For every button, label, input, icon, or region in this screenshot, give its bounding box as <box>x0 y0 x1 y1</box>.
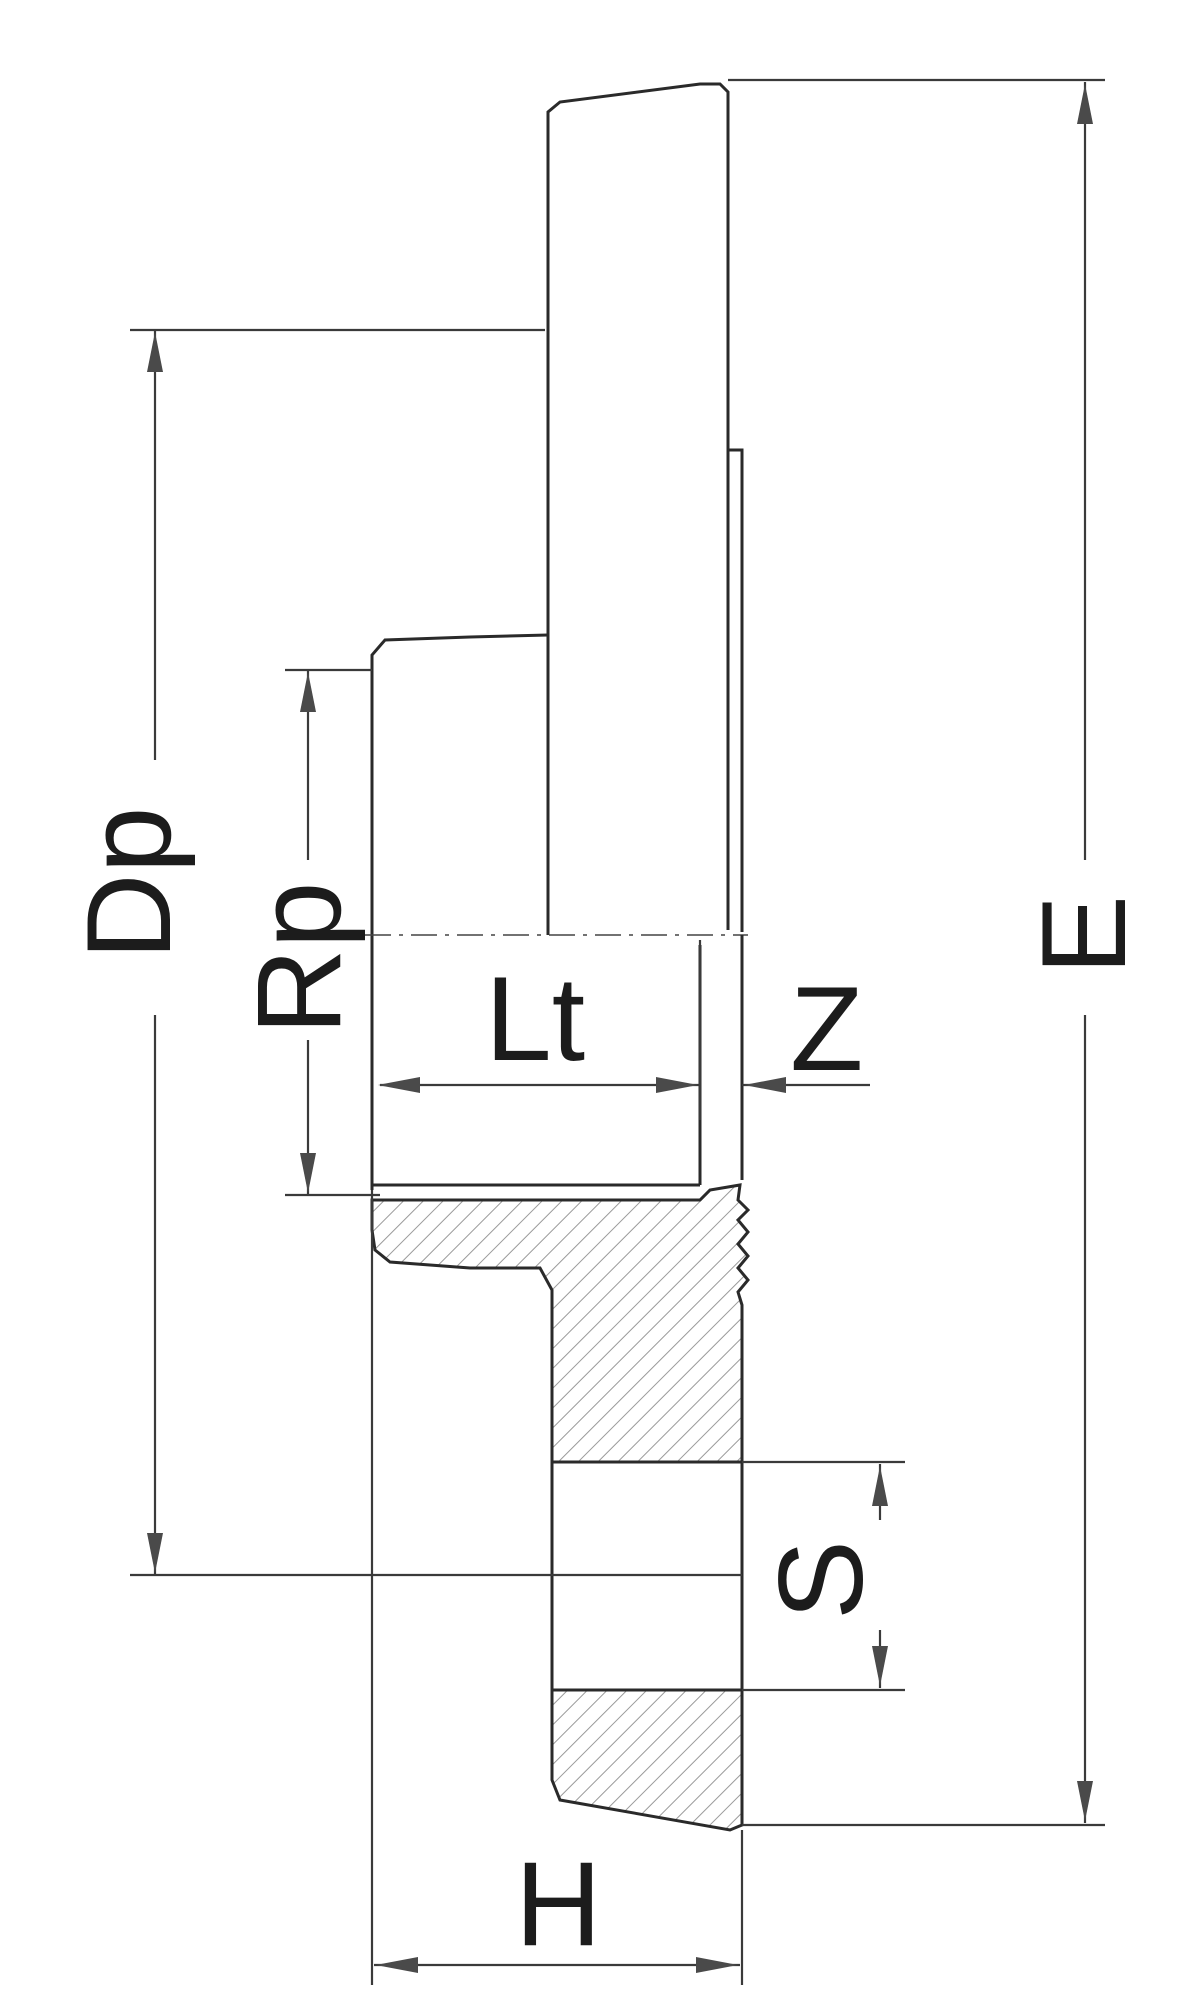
label-dp: Dp <box>62 807 196 960</box>
label-lt: Lt <box>485 952 585 1086</box>
dimension-rp <box>285 668 380 1197</box>
flange-upper-outline <box>370 82 744 1190</box>
dimension-h <box>370 1190 744 1985</box>
label-e: E <box>1017 895 1151 975</box>
label-s: S <box>754 1540 888 1620</box>
dimension-z <box>742 1077 870 1093</box>
dimension-dp <box>130 328 742 1577</box>
dimension-e <box>728 78 1105 1827</box>
dimension-s <box>742 1460 905 1692</box>
label-z: Z <box>790 962 863 1096</box>
hatched-hub-section <box>370 1183 751 1464</box>
label-rp: Rp <box>232 882 366 1035</box>
label-h: H <box>515 1837 602 1971</box>
hatched-flange-lower-section <box>550 1688 744 1832</box>
dimension-lt <box>378 940 702 1120</box>
